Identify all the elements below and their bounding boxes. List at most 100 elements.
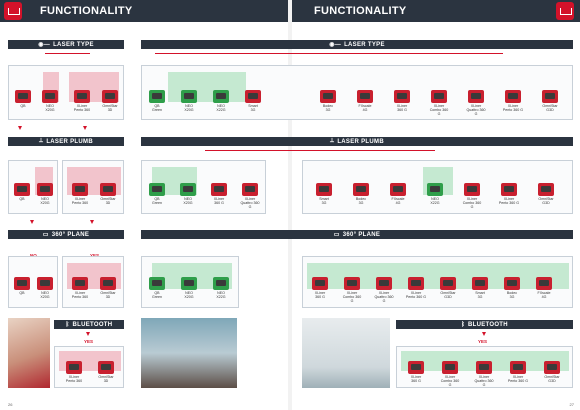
product: OmniStar G3D bbox=[437, 277, 459, 299]
product-omnistar: OmniStar 3D bbox=[99, 90, 121, 112]
product-image bbox=[180, 183, 196, 196]
product-image bbox=[14, 183, 30, 196]
arrow-down bbox=[482, 332, 486, 336]
product-label: XLiner Pento 360 bbox=[71, 291, 89, 300]
yes-tag: YES bbox=[84, 339, 94, 344]
product-label: XLiner Quattro 360 G bbox=[466, 104, 486, 117]
product-label: Bodec 3G bbox=[322, 104, 334, 113]
product: Smart 3G bbox=[313, 183, 335, 205]
product-label: FXscale 4G bbox=[537, 291, 551, 300]
section-label: BLUETOOTH bbox=[467, 321, 508, 328]
product-neo: NEO X20G bbox=[34, 277, 56, 299]
product-image bbox=[102, 90, 118, 103]
product-label: OmniStar G3D bbox=[538, 197, 554, 206]
right-plane-yes-panel: XLiner 360 G XLiner Combo 360 G XLiner Q… bbox=[302, 256, 573, 308]
product-qb: QB bbox=[11, 277, 33, 295]
product-label: Bodec 3G bbox=[355, 197, 367, 206]
product: XLiner Quattro 360 G bbox=[465, 90, 487, 117]
product: Smart 3G bbox=[242, 90, 264, 112]
product-xliner: XLiner Pento 360 bbox=[69, 183, 91, 205]
worker-photo bbox=[141, 318, 237, 388]
bluetooth-icon: ᛒ bbox=[461, 321, 465, 328]
product-image bbox=[181, 90, 197, 103]
product: NEO X20G bbox=[178, 277, 200, 299]
product: XLiner 360 G bbox=[208, 183, 230, 205]
product-image bbox=[427, 183, 443, 196]
product-image bbox=[242, 183, 258, 196]
product: OmniStar G3D bbox=[541, 361, 563, 383]
section-label: 360° PLANE bbox=[51, 231, 90, 238]
product-xliner: XLiner Pento 360 bbox=[63, 361, 85, 383]
page-gutter bbox=[288, 0, 292, 410]
product-image bbox=[440, 277, 456, 290]
section-label: LASER PLUMB bbox=[337, 138, 384, 145]
product-label: XLiner Pento 360 G bbox=[405, 291, 427, 300]
product: NEO X22G bbox=[210, 90, 232, 112]
product-image bbox=[37, 183, 53, 196]
section-label: 360° PLANE bbox=[342, 231, 381, 238]
product-label: XLiner 360 G bbox=[396, 104, 408, 113]
right-plane-no-panel: QB Green NEO X20G NEO X22G bbox=[141, 256, 239, 308]
product-label: OmniStar 3D bbox=[100, 197, 116, 206]
product-image bbox=[464, 183, 480, 196]
product-label: OmniStar 3D bbox=[102, 104, 118, 113]
product-label: XLiner Quattro 360 G bbox=[474, 375, 494, 388]
arrow-down bbox=[18, 126, 22, 130]
product-image bbox=[542, 90, 558, 103]
product-label: OmniStar 3D bbox=[98, 375, 114, 384]
product-label: FXscale 4G bbox=[391, 197, 405, 206]
connector bbox=[155, 53, 503, 54]
product-image bbox=[476, 361, 492, 374]
product-image bbox=[15, 90, 31, 103]
product-qb: QB bbox=[12, 90, 34, 108]
product-label: XLiner Pento 360 bbox=[71, 197, 89, 206]
product-label: OmniStar 3D bbox=[100, 291, 116, 300]
bluetooth-icon: ᛒ bbox=[65, 321, 70, 328]
product: XLiner Pento 360 G bbox=[507, 361, 529, 383]
product-image bbox=[353, 183, 369, 196]
product: QB Green bbox=[146, 183, 168, 205]
product-label: NEO X20G bbox=[184, 291, 194, 300]
product-image bbox=[66, 361, 82, 374]
product-image bbox=[42, 90, 58, 103]
brand-logo bbox=[4, 2, 22, 20]
product-omnistar: OmniStar 3D bbox=[97, 183, 119, 205]
product-label: Smart 3G bbox=[248, 104, 258, 113]
left-page-title: FUNCTIONALITY bbox=[40, 5, 133, 17]
product-image bbox=[72, 277, 88, 290]
product-label: XLiner Pento 360 G bbox=[507, 375, 529, 384]
product-image bbox=[442, 361, 458, 374]
product-image bbox=[181, 277, 197, 290]
laser-icon: ◉— bbox=[38, 42, 51, 48]
product: XLiner Quattro 360 G bbox=[473, 361, 495, 388]
product-image bbox=[501, 183, 517, 196]
product-image bbox=[472, 277, 488, 290]
product-image bbox=[538, 183, 554, 196]
plane-icon: ▭ bbox=[333, 232, 340, 238]
product-image bbox=[213, 90, 229, 103]
product-qb: QB bbox=[11, 183, 33, 201]
product: Bodec 3G bbox=[350, 183, 372, 205]
product-label: NEO X20G bbox=[184, 104, 194, 113]
product-label: NEO X22G bbox=[216, 104, 226, 113]
left-plane-no-panel: QB NEO X20G bbox=[8, 256, 58, 308]
product-label: NEO X22G bbox=[430, 197, 440, 206]
right-laser-type-panel: QB Green NEO X20G NEO X22G Smart 3G Bode… bbox=[141, 65, 573, 120]
arrow-down bbox=[83, 126, 87, 130]
right-bluetooth-panel: XLiner 360 G XLiner Combo 360 G XLiner Q… bbox=[396, 346, 573, 388]
product-omnistar: OmniStar 3D bbox=[95, 361, 117, 383]
right-header: FUNCTIONALITY bbox=[292, 0, 580, 22]
product-xliner: XLiner Pento 360 bbox=[71, 90, 93, 112]
product-image bbox=[544, 361, 560, 374]
product: XLiner Quattro 360 G bbox=[373, 277, 395, 304]
product-label: NEO X20G bbox=[183, 197, 193, 206]
product-label: QB bbox=[20, 104, 26, 108]
product-image bbox=[468, 90, 484, 103]
product-image bbox=[149, 183, 165, 196]
product-image bbox=[357, 90, 373, 103]
left-bluetooth-panel: XLiner Pento 360 OmniStar 3D bbox=[54, 346, 124, 388]
product-image bbox=[431, 90, 447, 103]
yes-tag: YES bbox=[90, 253, 99, 258]
left-laser-plumb-bar: ⟂ LASER PLUMB bbox=[8, 137, 124, 146]
product: XLiner Combo 360 G bbox=[461, 183, 483, 210]
